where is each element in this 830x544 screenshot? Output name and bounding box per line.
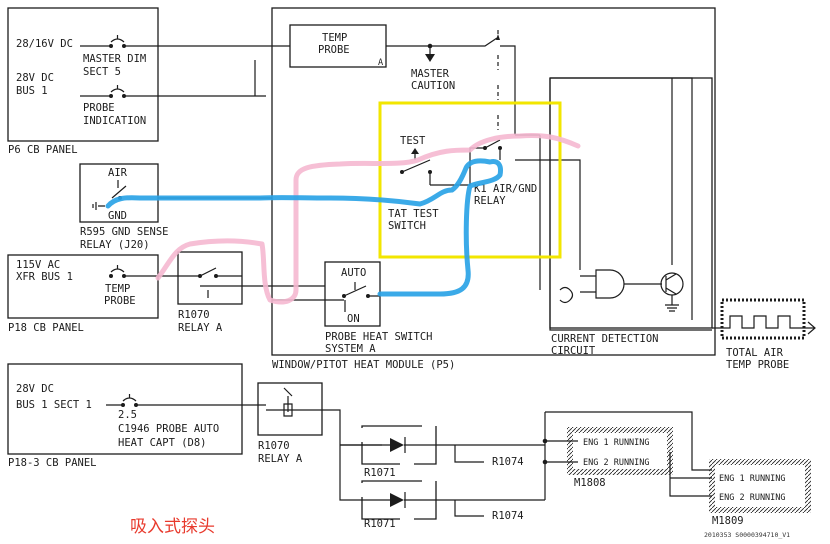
m1809-name: M1809	[712, 515, 744, 527]
temp-probe-line2: PROBE	[318, 44, 350, 56]
current-detection-line2: CIRCUIT	[551, 345, 596, 357]
p18-3-supply-line1: 28V DC	[16, 383, 54, 395]
and-gate-icon	[580, 269, 662, 299]
probe-heat-name-line1: PROBE HEAT SWITCH	[325, 331, 432, 343]
coil-icon	[559, 286, 574, 304]
circuit-breaker-icon	[121, 394, 138, 407]
circuit-breaker-icon	[109, 85, 126, 98]
p6-breaker2-line1: PROBE	[83, 102, 115, 114]
highlight-box	[378, 101, 562, 259]
chinese-caption: 吸入式探头	[130, 517, 215, 537]
circuit-breaker-icon	[109, 265, 126, 278]
r1070-bottom-line2: RELAY A	[258, 453, 303, 465]
p6-cb-panel: 28/16V DC MASTER DIM SECT 5 28V DC BUS 1…	[7, 7, 159, 156]
pink-trace	[155, 133, 581, 305]
r1074-lower-label: R1074	[492, 510, 524, 522]
m1809-eng1-light: ENG 1 RUNNING	[719, 474, 786, 484]
module-name: WINDOW/PITOT HEAT MODULE (P5)	[272, 359, 455, 371]
document-id: 2010353 S0000394710_V1	[704, 531, 790, 539]
sense-relay-frame	[79, 163, 159, 223]
r1074-upper-label: R1074	[492, 456, 524, 468]
temp-probe-sub: A	[378, 58, 383, 68]
r1070-top-line2: RELAY A	[178, 322, 223, 334]
current-detection-line1: CURRENT DETECTION	[551, 333, 658, 345]
r595-gnd-sense-relay: AIR GND R595 GND SENSE RELAY (J20)	[79, 163, 169, 251]
m1808-name: M1808	[574, 477, 606, 489]
sense-relay-name-line2: RELAY (J20)	[80, 239, 150, 251]
p6-breaker2-line2: INDICATION	[83, 115, 146, 127]
m1808-eng1-light: ENG 1 RUNNING	[583, 438, 650, 448]
probe-heat-name-line2: SYSTEM A	[325, 343, 376, 355]
r1070-relay-top: R1070 RELAY A	[158, 251, 243, 334]
tat-test-name-line2: SWITCH	[388, 220, 426, 232]
probe-heat-switch[interactable]: AUTO ON PROBE HEAT SWITCH SYSTEM A	[324, 261, 432, 355]
circuit-breaker-icon	[109, 35, 126, 48]
m1808-annunciator: ENG 1 RUNNING ENG 2 RUNNING M1808	[542, 411, 712, 500]
p18-3-supply-line2: BUS 1 SECT 1	[16, 399, 92, 411]
r1070-bottom-frame	[257, 382, 323, 436]
master-caution-line2: CAUTION	[411, 80, 455, 92]
p18-3-panel-frame	[7, 363, 243, 455]
module-frame	[271, 7, 716, 356]
p18-panel-label: P18 CB PANEL	[8, 322, 84, 334]
transistor-icon	[660, 272, 684, 312]
p18-supply-line2: XFR BUS 1	[16, 271, 73, 283]
p18-3-cb-panel: 28V DC BUS 1 SECT 1 2.5 C1946 PROBE AUTO…	[7, 363, 243, 469]
p18-breaker-line2: PROBE	[104, 295, 136, 307]
sense-relay-air: AIR	[108, 167, 128, 179]
p18-3-rating: 2.5	[118, 409, 137, 421]
temp-probe-line1: TEMP	[322, 32, 347, 44]
p6-supply1-line1: 28/16V DC	[16, 38, 73, 50]
m1809-annunciator: ENG 1 RUNNING ENG 2 RUNNING M1809	[669, 452, 811, 527]
p6-breaker1-line1: MASTER DIM	[83, 53, 146, 65]
diode-lower: R1071	[361, 480, 455, 530]
probe-heat-on-label: ON	[347, 313, 360, 325]
p18-3-breaker-line2: HEAT CAPT (D8)	[118, 437, 207, 449]
p18-supply-line1: 115V AC	[16, 259, 60, 271]
p18-panel-frame	[7, 254, 159, 319]
p18-3-panel-label: P18-3 CB PANEL	[8, 457, 97, 469]
sense-relay-gnd: GND	[108, 210, 127, 222]
tat-test-switch[interactable]: TEST TAT TEST SWITCH	[388, 135, 439, 232]
ground-icon	[92, 202, 105, 210]
diode-upper-label: R1071	[364, 467, 396, 479]
k1-air-gnd-relay: K1 AIR/GND RELAY	[474, 139, 537, 207]
r1070-relay-bottom: R1070 RELAY A	[242, 382, 323, 465]
r1070-top-line1: R1070	[178, 309, 210, 321]
probe-heat-auto-label: AUTO	[341, 267, 366, 279]
r1070-top-frame	[177, 251, 243, 305]
p18-3-breaker-line1: C1946 PROBE AUTO	[118, 423, 219, 435]
sense-relay-name-line1: R595 GND SENSE	[80, 226, 169, 238]
k1-relay-line2: RELAY	[474, 195, 506, 207]
p6-breaker1-line2: SECT 5	[83, 66, 121, 78]
total-air-temp-probe: TOTAL AIR TEMP PROBE	[712, 298, 816, 371]
p18-cb-panel: 115V AC XFR BUS 1 TEMP PROBE P18 CB PANE…	[7, 254, 159, 334]
k1-relay-line1: K1 AIR/GND	[474, 183, 537, 195]
p6-panel-frame	[7, 7, 159, 142]
p6-supply2-line1: 28V DC	[16, 72, 54, 84]
tat-probe-line2: TEMP PROBE	[726, 359, 789, 371]
r1070-bottom-line1: R1070	[258, 440, 290, 452]
m1809-eng2-light: ENG 2 RUNNING	[719, 493, 786, 503]
tat-probe-line1: TOTAL AIR	[726, 347, 784, 359]
tat-test-name-line1: TAT TEST	[388, 208, 439, 220]
p6-panel-label: P6 CB PANEL	[8, 144, 78, 156]
diode-lower-label: R1071	[364, 518, 396, 530]
master-caution-line1: MASTER	[411, 68, 450, 80]
p18-breaker-line1: TEMP	[105, 283, 130, 295]
m1808-eng2-light: ENG 2 RUNNING	[583, 458, 650, 468]
pitot-heat-module: WINDOW/PITOT HEAT MODULE (P5) TEMP PROBE…	[158, 7, 716, 371]
tat-test-label: TEST	[400, 135, 426, 147]
p6-supply2-line2: BUS 1	[16, 85, 48, 97]
blue-trace	[105, 158, 503, 297]
diode-upper: R1071	[340, 425, 455, 479]
